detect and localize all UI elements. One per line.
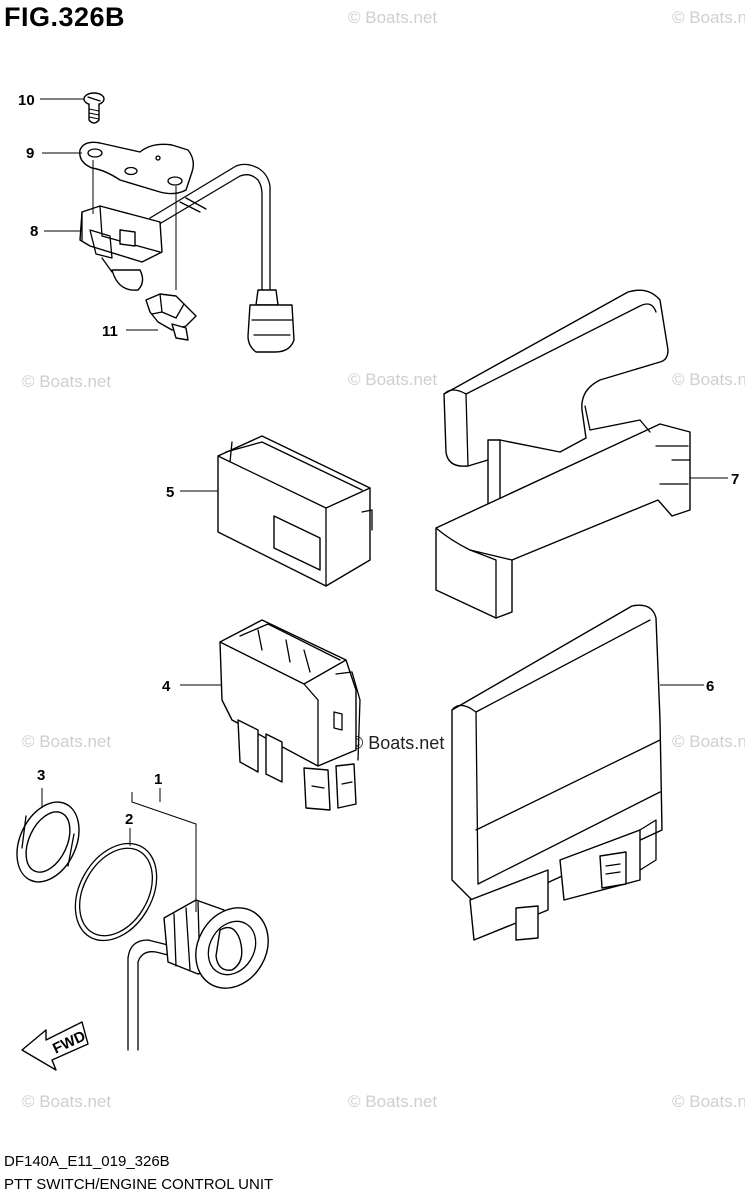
part-5-box[interactable] [217,435,373,587]
watermark: © Boats.net [348,370,438,389]
part-10-screw[interactable] [83,92,105,124]
part-9-harness [149,163,295,353]
watermark: © Boats.net [348,8,438,27]
callout-2: 2 [125,811,133,828]
callout-8: 8 [30,223,38,240]
part-11-clamp[interactable] [145,293,197,341]
callout-6: 6 [706,678,714,695]
watermark: © Boats.net [348,1092,438,1111]
part-9-bracket[interactable] [79,141,195,195]
callout-9: 9 [26,145,34,162]
leader-lines-bottom [41,477,728,912]
part-6-ecu[interactable] [451,604,663,941]
callout-3: 3 [37,767,45,784]
part-3-ring-nut[interactable] [5,792,91,892]
fwd-arrow: FWD [21,1021,89,1071]
callout-7: 7 [731,471,739,488]
callout-10: 10 [18,92,35,109]
watermark: © Boats.net [672,732,745,751]
figure-name: PTT SWITCH/ENGINE CONTROL UNIT [4,1176,274,1193]
callout-11: 11 [102,323,118,340]
callout-4: 4 [162,678,171,695]
watermark: © Boats.net [672,1092,745,1111]
callout-5: 5 [166,484,174,501]
watermark-center: © Boats.net [350,733,445,753]
part-1-ptt-switch[interactable] [127,895,282,1051]
watermark: © Boats.net [22,372,112,391]
watermark: © Boats.net [22,1092,112,1111]
callout-1: 1 [154,771,162,788]
watermark: © Boats.net [672,370,745,389]
figure-title: FIG.326B [4,2,126,32]
part-8-switch[interactable] [79,205,163,291]
figure-code: DF140A_E11_019_326B [4,1153,170,1170]
part-4-module[interactable] [219,619,361,811]
part-2-o-ring[interactable] [59,829,173,955]
part-7-rubber-bracket[interactable] [435,289,691,619]
watermark: © Boats.net [22,732,112,751]
watermark: © Boats.net [672,8,745,27]
leader-lines-top [40,98,177,331]
